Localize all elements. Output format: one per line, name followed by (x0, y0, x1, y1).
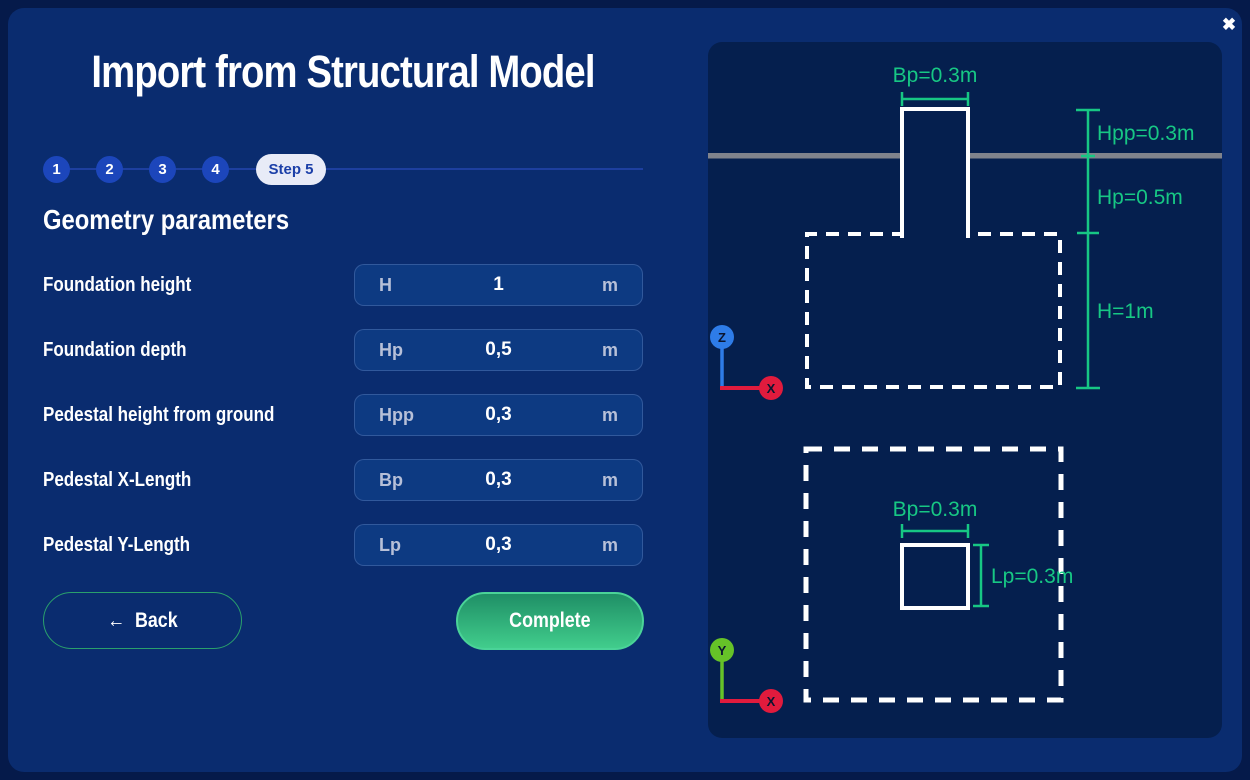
field-label: Pedestal X-Length (43, 469, 192, 491)
form-row-foundation-depth: Foundation depth Hp m (43, 329, 643, 371)
stepper-line (57, 168, 643, 170)
foundation-height-field[interactable]: H m (354, 264, 643, 306)
plan-lp-dimension (973, 543, 989, 608)
stepper: 1 2 3 4 Step 5 (43, 147, 643, 191)
field-unit: m (601, 404, 618, 425)
pedestal-y-length-field[interactable]: Lp m (354, 524, 643, 566)
elevation-hp-label: Hp=0.5m (1097, 186, 1183, 209)
close-icon[interactable]: ✖ (1214, 10, 1244, 40)
elevation-bp-dimension (900, 92, 970, 106)
elevation-bp-label: Bp=0.3m (893, 64, 978, 87)
field-label: Foundation height (43, 274, 192, 296)
plan-bp-dimension (900, 524, 970, 538)
plan-bp-label: Bp=0.3m (893, 498, 978, 521)
back-arrow-icon: ← (107, 608, 126, 632)
field-symbol: Hpp (379, 404, 414, 425)
modal-title: Import from Structural Model (91, 46, 595, 97)
plan-axes: Y X (710, 638, 783, 713)
field-label: Foundation depth (43, 339, 187, 361)
field-symbol: H (379, 274, 392, 295)
x-axis-letter-plan: X (767, 694, 776, 709)
form-row-pedestal-height: Pedestal height from ground Hpp m (43, 394, 643, 436)
field-label: Pedestal height from ground (43, 404, 275, 426)
pedestal-height-field[interactable]: Hpp m (354, 394, 643, 436)
z-axis-letter: Z (718, 330, 726, 345)
field-unit: m (601, 339, 618, 360)
step-1[interactable]: 1 (43, 156, 70, 183)
field-unit: m (601, 274, 618, 295)
y-axis-icon (710, 638, 734, 662)
import-modal: ✖ Import from Structural Model 1 2 3 4 S… (8, 8, 1242, 772)
field-unit: m (601, 469, 618, 490)
field-unit: m (601, 534, 618, 555)
pedestal-outline-elevation (900, 107, 970, 238)
pedestal-x-length-input[interactable] (417, 469, 580, 491)
z-axis-icon (710, 325, 734, 349)
form-row-pedestal-x-length: Pedestal X-Length Bp m (43, 459, 643, 501)
form-row-pedestal-y-length: Pedestal Y-Length Lp m (43, 524, 643, 566)
section-heading: Geometry parameters (43, 204, 290, 235)
pedestal-height-input[interactable] (417, 404, 580, 426)
step-3[interactable]: 3 (149, 156, 176, 183)
foundation-outline-plan (803, 446, 1064, 703)
field-label: Pedestal Y-Length (43, 534, 191, 556)
field-symbol: Bp (379, 469, 403, 490)
foundation-diagram: Bp=0.3m Hpp=0.3m Hp=0.5m H=1m Z (708, 64, 1222, 713)
elevation-hpp-label: Hpp=0.3m (1097, 122, 1194, 145)
pedestal-outline-plan (900, 543, 970, 610)
foundation-height-input[interactable] (417, 274, 580, 296)
field-symbol: Lp (379, 534, 401, 555)
plan-lp-label: Lp=0.3m (991, 565, 1073, 588)
foundation-depth-input[interactable] (417, 339, 580, 361)
x-axis-icon-elevation (759, 376, 783, 400)
step-5-active[interactable]: Step 5 (256, 154, 326, 185)
y-axis-letter: Y (718, 643, 727, 658)
diagram-panel: Bp=0.3m Hpp=0.3m Hp=0.5m H=1m Z (708, 42, 1222, 738)
elevation-height-dimension (1076, 108, 1100, 390)
elevation-axes: Z X (710, 325, 783, 400)
x-axis-letter-elevation: X (767, 381, 776, 396)
foundation-depth-field[interactable]: Hp m (354, 329, 643, 371)
back-button[interactable]: ← Back (43, 592, 242, 649)
elevation-h-label: H=1m (1097, 300, 1154, 323)
field-symbol: Hp (379, 339, 403, 360)
pedestal-y-length-input[interactable] (417, 534, 580, 556)
form-row-foundation-height: Foundation height H m (43, 264, 643, 306)
step-2[interactable]: 2 (96, 156, 123, 183)
pedestal-x-length-field[interactable]: Bp m (354, 459, 643, 501)
x-axis-icon-plan (759, 689, 783, 713)
complete-button[interactable]: Complete (456, 592, 644, 650)
foundation-outline-elevation (805, 232, 1062, 389)
step-4[interactable]: 4 (202, 156, 229, 183)
